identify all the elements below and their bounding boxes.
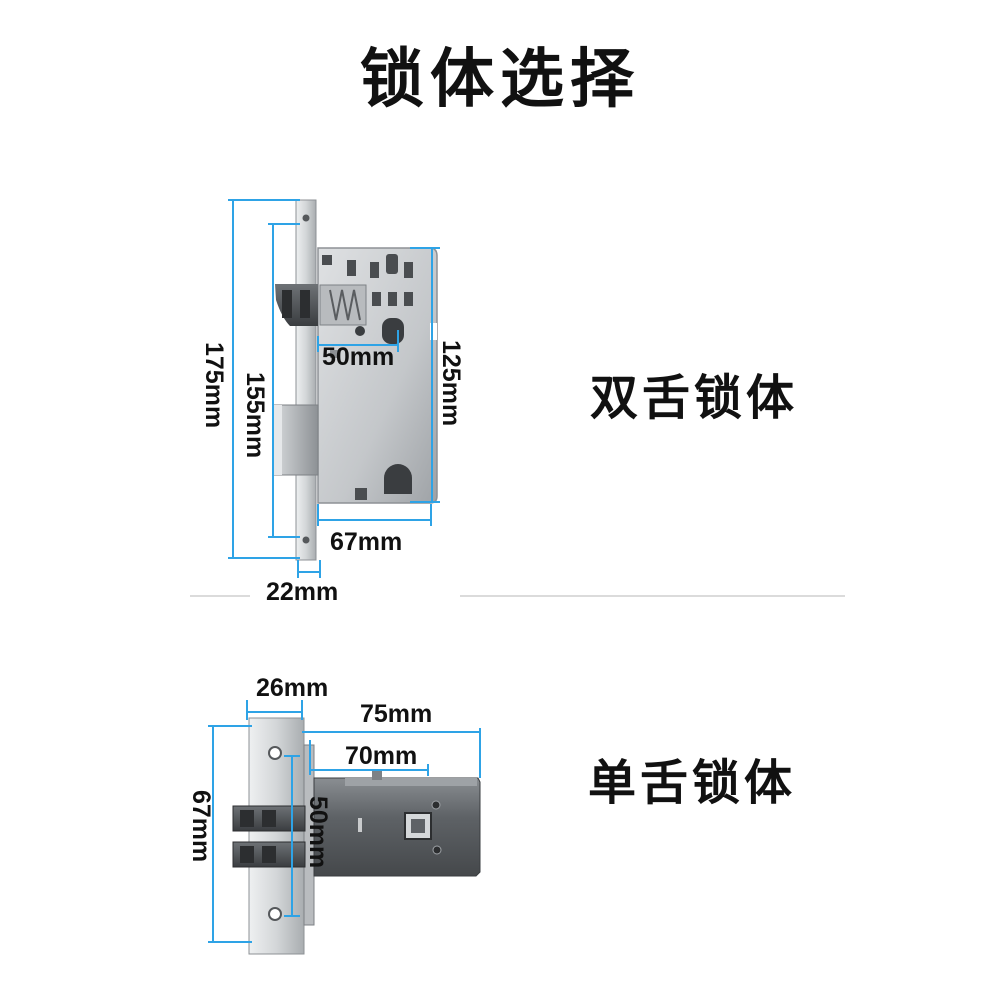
dim-total-height-175: 175mm xyxy=(200,342,228,429)
dim-case-length-70: 70mm xyxy=(345,742,418,770)
double-lock-dimension-lines xyxy=(228,199,440,578)
double-lock-faceplate xyxy=(295,199,317,561)
single-lock-label: 单舌锁体 xyxy=(588,755,797,811)
single-lock-dimension-lines xyxy=(208,700,481,943)
double-lock-body xyxy=(317,247,438,504)
dim-plate-width-22: 22mm xyxy=(266,578,339,606)
spring-mechanism xyxy=(319,284,367,326)
dim-backset-50: 50mm xyxy=(322,343,395,371)
dim-total-length-75: 75mm xyxy=(360,700,433,728)
single-lock-case xyxy=(303,744,481,926)
dim-plate-height-155: 155mm xyxy=(241,372,269,459)
double-lock-label: 双舌锁体 xyxy=(590,370,799,426)
single-lock-faceplate xyxy=(248,717,305,955)
double-lock-latch-bolt xyxy=(275,284,318,326)
dim-plate-width-26: 26mm xyxy=(256,674,329,702)
dim-case-height-125: 125mm xyxy=(437,340,465,427)
page-title: 锁体选择 xyxy=(360,43,640,117)
double-lock-dead-bolt xyxy=(273,404,319,476)
dim-backset-50-single: 50mm xyxy=(304,796,332,869)
dim-case-width-67: 67mm xyxy=(330,528,403,556)
dim-plate-height-67: 67mm xyxy=(187,790,215,863)
